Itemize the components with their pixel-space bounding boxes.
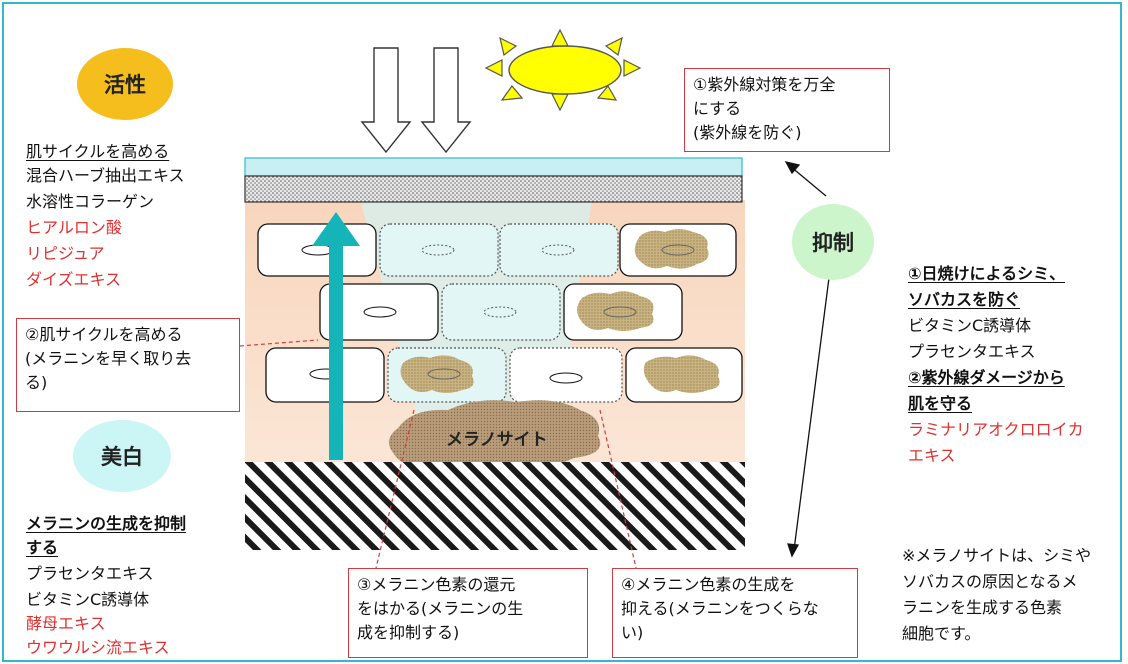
sun-icon (484, 28, 642, 112)
whitening-circle: 美白 (73, 420, 171, 492)
callout-line: ①紫外線対策を万全 (693, 75, 836, 94)
stratum-corneum-layer (244, 175, 743, 203)
cell-row-2 (319, 283, 683, 341)
skin-cycle-arrow (312, 212, 360, 460)
note-line: ※メラノサイトは、シミや (902, 546, 1092, 565)
cell-row-1 (257, 223, 737, 277)
uv-arrows (360, 47, 472, 154)
note-line: 細胞です。 (902, 624, 981, 643)
left-top-item: 水溶性コラーゲン (26, 192, 155, 211)
note-line: ラニンを生成する色素 (902, 598, 1063, 617)
right-item: プラセンタエキス (908, 342, 1036, 361)
callout-line: 成を抑制する) (357, 623, 460, 642)
right-item-red: ラミナリアオクロロイカ (908, 420, 1084, 439)
left-top-item-red: リピジュア (26, 244, 105, 263)
right-heading2-line2: 肌を守る (908, 394, 973, 413)
left-bottom-item-red: ウワウルシ流エキス (26, 638, 170, 657)
callout-uv-protection: ①紫外線対策を万全 にする (紫外線を防ぐ) (684, 68, 890, 152)
suppress-label: 抑制 (812, 231, 854, 255)
suppress-arrows (784, 161, 831, 558)
right-heading1-line1: ①日焼けによるシミ、 (908, 264, 1066, 283)
melanocyte-shape (388, 400, 601, 471)
uv-shield-layer (244, 157, 743, 177)
left-bottom-item: プラセンタエキス (26, 564, 154, 583)
callout-line: (メラニンを早く取り去 (25, 349, 192, 368)
cell-row-3 (265, 347, 743, 403)
callout-melanin-suppression: ④メラニン色素の生成を 抑える(メラニンをつくらな い) (612, 568, 858, 658)
callout-line: ②肌サイクルを高める (25, 325, 183, 344)
callout-line: い) (621, 623, 644, 642)
left-bottom-heading-line2: する (26, 538, 59, 557)
melanocyte-label: メラノサイト (446, 430, 548, 450)
callout-line: ④メラニン色素の生成を (621, 575, 796, 594)
left-bottom-heading-line1: メラニンの生成を抑制 (26, 514, 187, 533)
callout-line: にする (693, 99, 742, 118)
right-item-red: エキス (908, 446, 956, 465)
suppress-circle: 抑制 (792, 204, 874, 280)
right-heading1-line2: ソバカスを防ぐ (908, 290, 1021, 309)
callout-melanin-reduction: ③メラニン色素の還元 をはかる(メラニンの生 成を抑制する) (348, 568, 588, 658)
left-bottom-item: ビタミンC誘導体 (26, 590, 150, 609)
callout-line: る) (25, 373, 48, 392)
right-item: ビタミンC誘導体 (908, 316, 1032, 335)
callout-line: 抑える(メラニンをつくらな (621, 599, 819, 618)
active-label: 活性 (104, 73, 146, 97)
callout-line: (紫外線を防ぐ) (693, 123, 802, 142)
callout-skin-cycle: ②肌サイクルを高める (メラニンを早く取り去 る) (16, 318, 240, 412)
right-heading2-line1: ②紫外線ダメージから (908, 368, 1065, 387)
active-circle: 活性 (77, 48, 173, 120)
left-bottom-item-red: 酵母エキス (26, 614, 106, 633)
callout-line: ③メラニン色素の還元 (357, 575, 516, 594)
note-line: ソバカスの原因となるメ (902, 572, 1078, 591)
callout-connectors (239, 339, 637, 569)
left-top-item-red: ダイズエキス (26, 270, 122, 289)
callout-line: をはかる(メラニンの生 (357, 599, 524, 618)
left-top-heading: 肌サイクルを高める (26, 142, 170, 161)
basal-layer-hatch (245, 462, 745, 550)
left-top-item: 混合ハーブ抽出エキス (26, 166, 185, 185)
whitening-label: 美白 (101, 445, 143, 469)
left-top-item-red: ヒアルロン酸 (26, 218, 122, 237)
